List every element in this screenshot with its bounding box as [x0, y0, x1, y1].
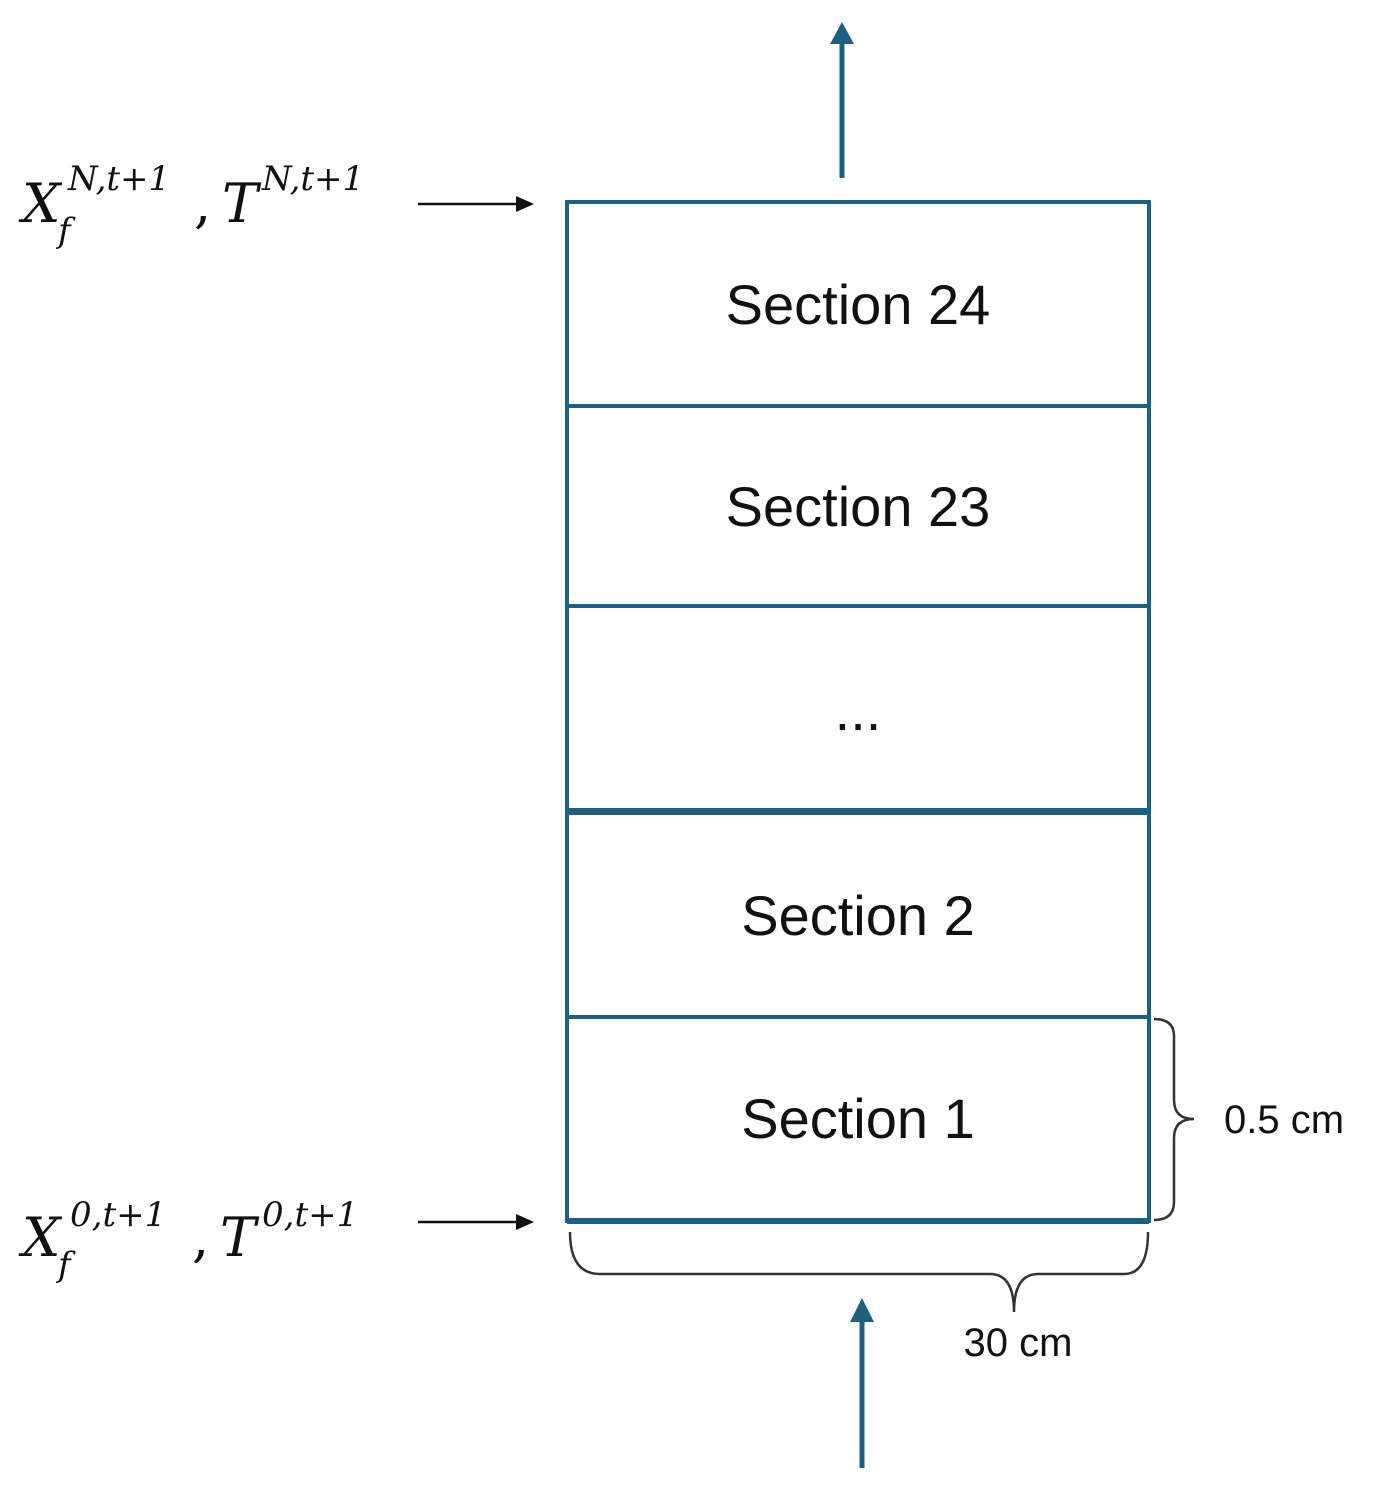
bottom-t-superscript: 0,t+1: [262, 1195, 358, 1235]
height-dimension-label: 0.5 cm: [1224, 1098, 1344, 1142]
width-brace: [568, 1231, 1150, 1313]
top-feed-arrow-icon: [418, 196, 534, 212]
top-x-subscript: f: [55, 211, 76, 251]
inlet-arrow-icon: [850, 1298, 874, 1468]
bottom-x-superscript: 0,t+1: [70, 1195, 166, 1235]
width-dimension-label: 30 cm: [964, 1321, 1073, 1365]
section-label-24: Section 24: [726, 273, 991, 336]
top-x-symbol: X: [18, 172, 63, 235]
bottom-feed-expression: X 0,t+1 f , T 0,t+1: [18, 1195, 358, 1285]
section-label-ellipsis: ...: [835, 679, 882, 742]
column-stack: [565, 200, 1151, 1224]
top-feed-expression: X N,t+1 f , T N,t+1: [18, 159, 364, 251]
top-t-superscript: N,t+1: [261, 159, 364, 199]
height-brace: [1153, 1017, 1195, 1222]
bottom-comma: ,: [192, 1206, 209, 1269]
bottom-feed-arrow-icon: [418, 1214, 534, 1230]
top-comma: ,: [194, 172, 211, 235]
outlet-arrow-icon: [830, 22, 854, 178]
bottom-x-subscript: f: [55, 1245, 76, 1285]
section-label-1: Section 1: [741, 1087, 975, 1150]
top-x-superscript: N,t+1: [67, 159, 170, 199]
section-label-2: Section 2: [741, 884, 975, 947]
bottom-x-symbol: X: [18, 1206, 63, 1269]
bottom-t-symbol: T: [220, 1206, 260, 1269]
section-label-23: Section 23: [726, 475, 991, 538]
top-t-symbol: T: [222, 172, 262, 235]
